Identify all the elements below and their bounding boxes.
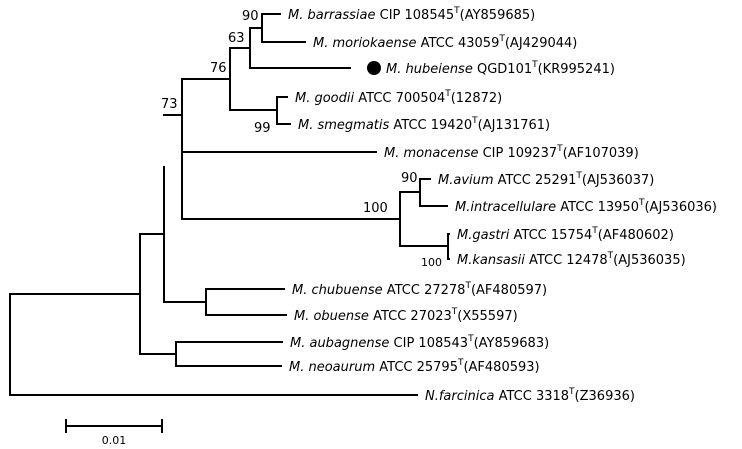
leaf-label-gastri: M.gastri ATCC 15754T(AF480602)	[457, 226, 674, 243]
type-strain-superscript: T	[568, 387, 575, 397]
bootstrap-gastri-kansasii: 100	[421, 256, 442, 269]
type-strain-superscript: T	[467, 334, 474, 344]
accession-number: (X55597)	[457, 309, 517, 324]
accession-number: (AY859683)	[474, 336, 550, 351]
strain-collection: CIP 109237	[478, 146, 557, 161]
leaf-label-aubagnense: M. aubagnense CIP 108543T(AY859683)	[290, 334, 549, 351]
strain-collection: ATCC 700504	[354, 91, 445, 106]
species-name: M. neoaurum	[289, 360, 375, 375]
leaf-label-smegmatis: M. smegmatis ATCC 19420T(AJ131761)	[298, 116, 550, 133]
type-strain-superscript: T	[556, 144, 563, 154]
hubeiense-marker-icon	[367, 61, 381, 75]
type-strain-superscript: T	[591, 226, 598, 236]
species-name: N.farcinica	[425, 389, 495, 404]
type-strain-superscript: T	[607, 251, 614, 261]
accession-number: (AF480597)	[471, 283, 547, 298]
type-strain-superscript: T	[531, 60, 538, 70]
species-name: M.gastri	[457, 228, 510, 243]
type-strain-superscript: T	[471, 116, 478, 126]
strain-collection: ATCC 13950	[556, 200, 639, 215]
accession-number: (AF107039)	[563, 146, 639, 161]
strain-collection: ATCC 12478	[525, 253, 608, 268]
species-name: M. barrassiae	[288, 8, 375, 23]
accession-number: (AJ536036)	[644, 200, 717, 215]
species-name: M. aubagnense	[290, 336, 389, 351]
accession-number: (AY859685)	[460, 8, 536, 23]
tree-branches	[9, 13, 450, 396]
accession-number: (AF480602)	[598, 228, 674, 243]
leaf-label-barrassiae: M. barrassiae CIP 108545T(AY859685)	[288, 6, 535, 23]
leaf-label-kansasii: M.kansasii ATCC 12478T(AJ536035)	[457, 251, 686, 268]
type-strain-superscript: T	[451, 307, 458, 317]
species-name: M. monacense	[384, 146, 478, 161]
type-strain-superscript: T	[498, 34, 505, 44]
scale-bar-label: 0.01	[102, 434, 127, 447]
strain-collection: ATCC 27278	[383, 283, 466, 298]
strain-collection: ATCC 3318	[494, 389, 569, 404]
species-name: M. obuense	[294, 309, 369, 324]
bootstrap-barrassiae-moriokaense: 90	[242, 9, 259, 24]
strain-collection: CIP 108543	[389, 336, 468, 351]
species-name: M. smegmatis	[298, 118, 390, 133]
tree-labels: M. barrassiae CIP 108545T(AY859685)M. mo…	[161, 6, 717, 404]
type-strain-superscript: T	[457, 358, 464, 368]
type-strain-superscript: T	[464, 281, 471, 291]
accession-number: (AJ429044)	[505, 36, 578, 51]
strain-collection: ATCC 15754	[509, 228, 592, 243]
strain-collection: ATCC 43059	[417, 36, 500, 51]
bootstrap-with-hubeiense: 63	[228, 31, 245, 46]
strain-collection: ATCC 25795	[375, 360, 458, 375]
species-name: M. hubeiense	[386, 62, 473, 77]
bootstrap-slow-growers: 100	[363, 201, 388, 216]
leaf-label-goodii: M. goodii ATCC 700504T(12872)	[295, 89, 502, 106]
leaf-label-intracellulare: M.intracellulare ATCC 13950T(AJ536036)	[455, 198, 717, 215]
type-strain-superscript: T	[444, 89, 451, 99]
bootstrap-goodii-smegmatis: 99	[254, 121, 271, 136]
leaf-label-obuense: M. obuense ATCC 27023T(X55597)	[294, 307, 518, 324]
strain-collection: ATCC 27023	[369, 309, 452, 324]
bootstrap-fast-growers: 76	[210, 61, 227, 76]
strain-collection: ATCC 25291	[494, 173, 577, 188]
accession-number: (Z36936)	[575, 389, 635, 404]
type-strain-superscript: T	[575, 171, 582, 181]
scale-bar: 0.01	[65, 419, 163, 447]
strain-collection: CIP 108545	[375, 8, 454, 23]
accession-number: (AJ536037)	[582, 173, 655, 188]
type-strain-superscript: T	[453, 6, 460, 16]
species-name: M. goodii	[295, 91, 355, 106]
species-name: M.intracellulare	[455, 200, 556, 215]
accession-number: (12872)	[451, 91, 503, 106]
leaf-label-monacense: M. monacense CIP 109237T(AF107039)	[384, 144, 639, 161]
accession-number: (AJ131761)	[478, 118, 551, 133]
leaf-label-neoaurum: M. neoaurum ATCC 25795T(AF480593)	[289, 358, 540, 375]
accession-number: (KR995241)	[538, 62, 615, 77]
type-strain-superscript: T	[638, 198, 645, 208]
strain-collection: ATCC 19420	[389, 118, 472, 133]
species-name: M.avium	[438, 173, 494, 188]
species-name: M. moriokaense	[313, 36, 417, 51]
leaf-label-moriokaense: M. moriokaense ATCC 43059T(AJ429044)	[313, 34, 577, 51]
species-name: M.kansasii	[457, 253, 525, 268]
bootstrap-with-monacense: 73	[161, 97, 178, 112]
leaf-label-chubuense: M. chubuense ATCC 27278T(AF480597)	[292, 281, 547, 298]
bootstrap-avium-intracellulare: 90	[401, 171, 418, 186]
strain-collection: QGD101	[473, 62, 532, 77]
species-name: M. chubuense	[292, 283, 383, 298]
leaf-label-hubeiense: M. hubeiense QGD101T(KR995241)	[386, 60, 615, 77]
leaf-label-avium: M.avium ATCC 25291T(AJ536037)	[438, 171, 654, 188]
accession-number: (AJ536035)	[613, 253, 686, 268]
accession-number: (AF480593)	[463, 360, 539, 375]
leaf-label-farcinica: N.farcinica ATCC 3318T(Z36936)	[425, 387, 635, 404]
